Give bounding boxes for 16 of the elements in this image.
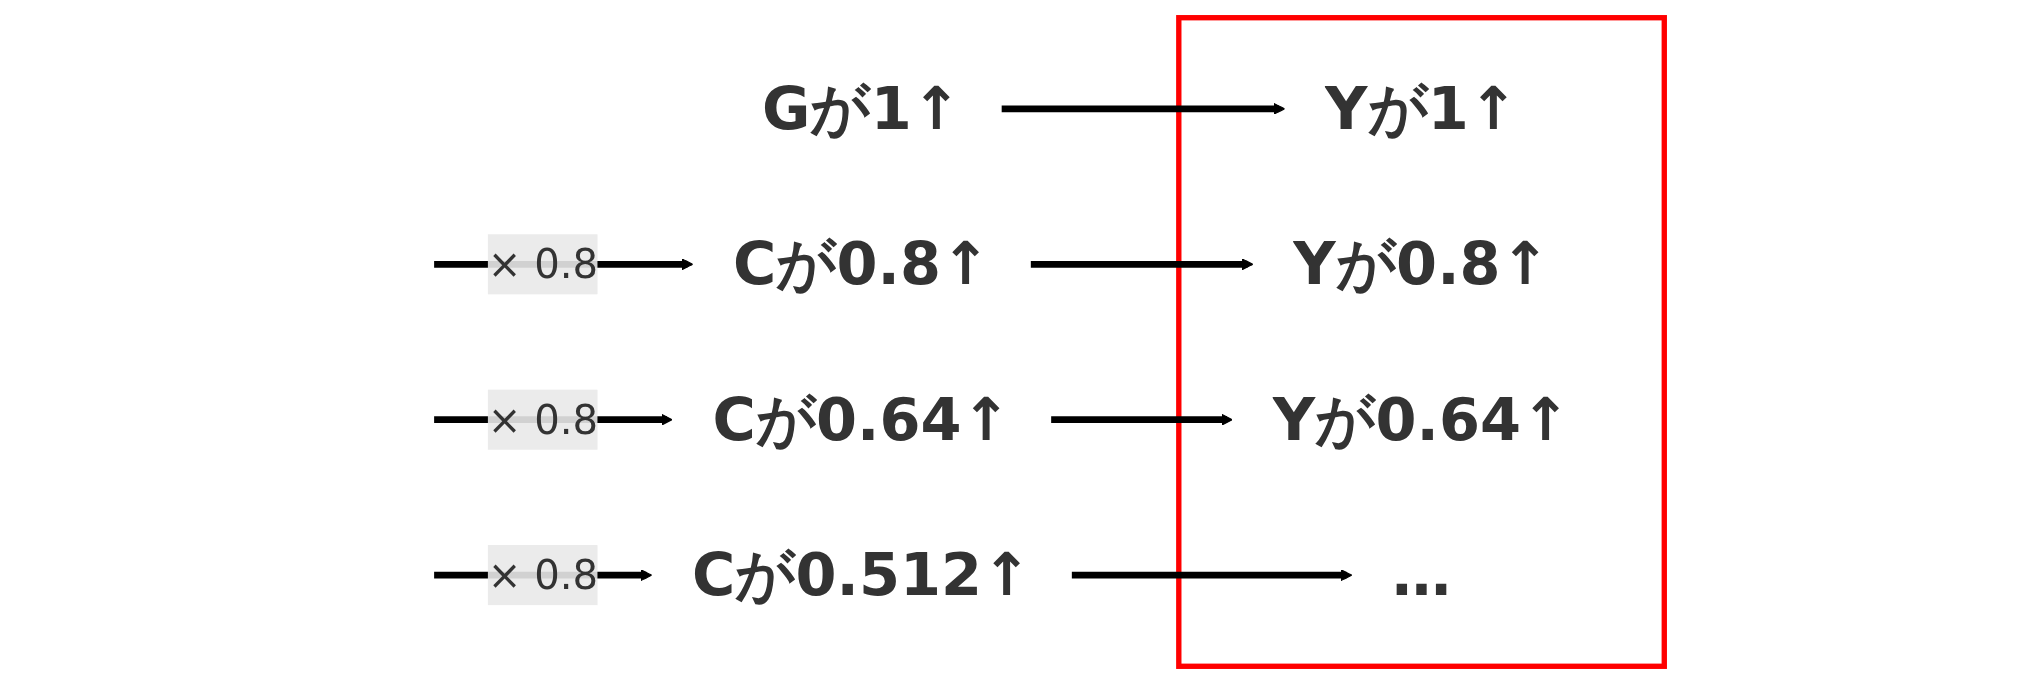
edge-label: × 0.8 [487,395,599,443]
edge-label: × 0.8 [487,240,599,288]
node-text: Yが1↑ [1324,73,1519,142]
arrow [1071,568,1353,581]
node-text: Gが1↑ [762,73,962,142]
node-text: Cが0.512↑ [691,539,1032,609]
arrow [1051,413,1233,426]
arrow [1030,257,1254,270]
node-text: Yが0.8↑ [1293,228,1550,298]
edge-label: × 0.8 [487,551,599,599]
node-text: … [1392,539,1452,609]
node-text: Cが0.8↑ [732,228,991,298]
arrow [1001,102,1286,115]
cluster [1176,14,1667,669]
node-text: Yが0.64↑ [1272,384,1571,453]
node-text: Cが0.64↑ [712,384,1011,453]
